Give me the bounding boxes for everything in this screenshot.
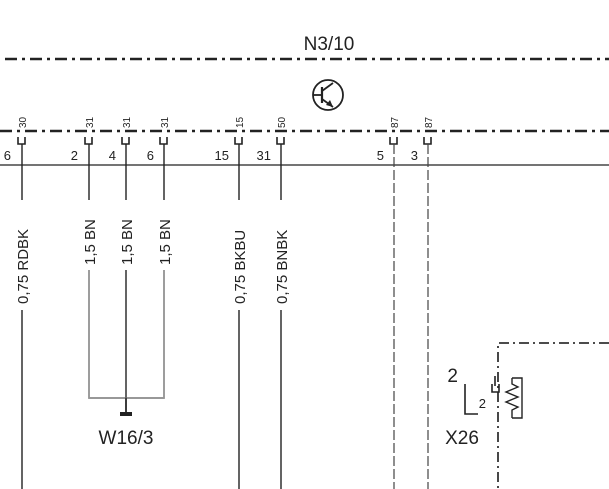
connector-pin-symbol	[464, 376, 500, 415]
resistor-icon	[504, 377, 523, 419]
wire-label-30: 0,75 RDBK	[15, 229, 32, 304]
module-title: N3/10	[304, 34, 355, 55]
pin-number-30: 6	[4, 148, 11, 163]
wire-label-15: 0,75 BKBU	[232, 230, 249, 304]
ground-marker	[120, 412, 132, 416]
pin-terminal-15: 15	[235, 116, 246, 128]
ground-point-name: W16/3	[99, 428, 154, 449]
pin-number-31b: 4	[109, 148, 116, 163]
pin-terminal-87b: 87	[424, 116, 435, 128]
wire-label-31c: 1,5 BN	[157, 219, 174, 265]
pin-number-50: 31	[257, 148, 271, 163]
pin-terminal-31c: 31	[160, 116, 171, 128]
pin-terminal-31a: 31	[85, 116, 96, 128]
pin-number-87b: 3	[411, 148, 418, 163]
ground-merge	[88, 270, 165, 399]
connector-pin-outer: 2	[447, 366, 458, 387]
pin-number-31c: 6	[147, 148, 154, 163]
wire-label-31a: 1,5 BN	[82, 219, 99, 265]
pin-terminal-30: 30	[18, 116, 29, 128]
transistor-icon	[312, 79, 344, 111]
pin-terminal-50: 50	[277, 116, 288, 128]
dashed-wires	[393, 144, 429, 489]
pin-markers	[17, 137, 432, 145]
wire-label-31b: 1,5 BN	[119, 219, 136, 265]
pin-terminal-87a: 87	[390, 116, 401, 128]
pin-number-87a: 5	[377, 148, 384, 163]
pin-number-15: 15	[215, 148, 229, 163]
connector-pin-inner: 2	[479, 396, 486, 411]
pin-terminal-31b: 31	[122, 116, 133, 128]
connector-name: X26	[445, 428, 479, 449]
connector-boundary	[497, 342, 609, 489]
wire-label-50: 0,75 BNBK	[274, 230, 291, 304]
pin-number-31a: 2	[71, 148, 78, 163]
wires	[21, 144, 282, 489]
